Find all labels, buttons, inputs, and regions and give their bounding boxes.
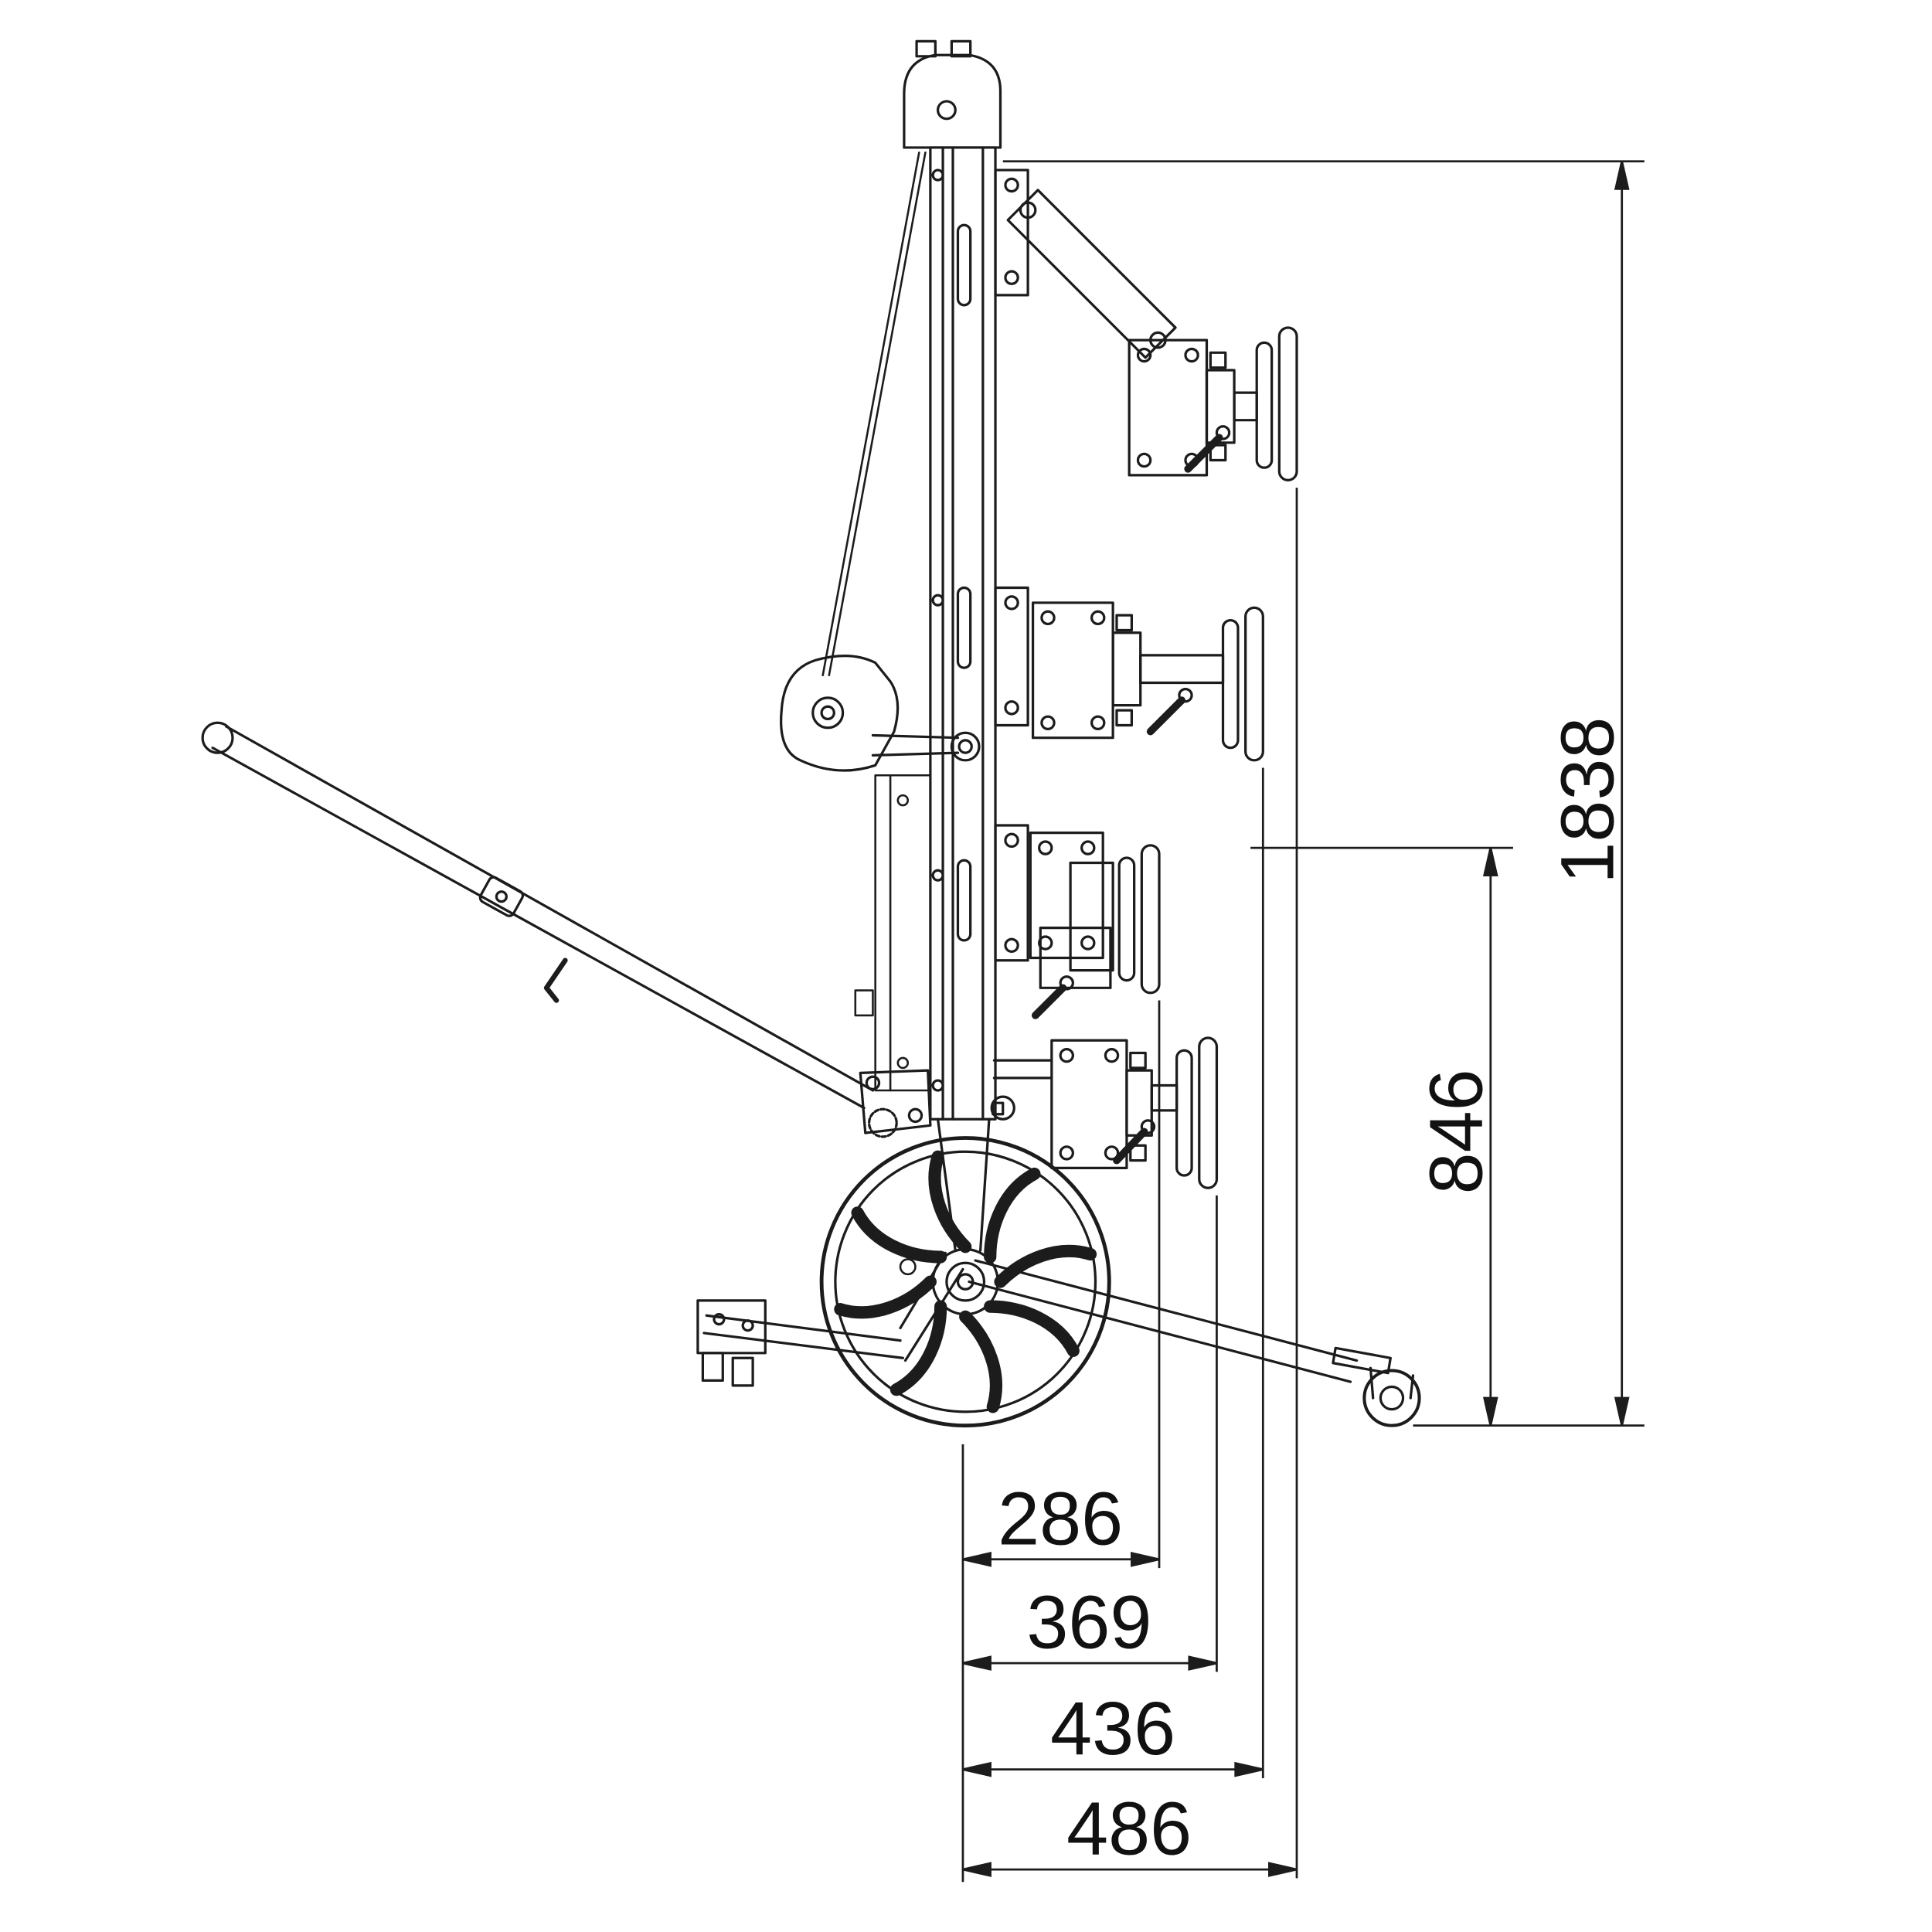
machine [201,39,1421,1428]
dim-label-overall-height: 1838 [1545,717,1629,884]
main-wheel [819,1136,1111,1428]
dim-label-offset-1: 286 [998,1476,1123,1560]
suction-arm-top [994,168,1298,481]
mast [929,146,997,1121]
dim-offset-2: 369 [962,1195,1218,1672]
dim-suction-frame-height: 846 [1250,846,1513,1426]
dim-label-offset-4: 486 [1066,1787,1192,1871]
hoist-cable [821,151,927,677]
handle-pivot [859,1069,1015,1138]
caster-wheel [1332,1346,1421,1427]
dim-offset-3: 436 [962,767,1264,1778]
suction-arm-middle [994,824,1161,1019]
dim-label-offset-2: 369 [1026,1580,1151,1665]
dim-label-offset-3: 436 [1050,1686,1175,1770]
front-outrigger [968,1259,1359,1383]
dim-offset-1: 286 [962,1000,1161,1569]
top-cap [903,39,1002,149]
dim-overall-height: 1838 [1002,160,1645,1427]
dim-offset-4: 486 [962,488,1298,1879]
dim-label-suction-frame-height: 846 [1413,1069,1498,1194]
dimensions: 1838 846 286 369 [961,160,1645,1883]
suction-arm-lower [992,1036,1219,1189]
rear-foot [696,1251,964,1387]
back-panel [854,774,932,1092]
winch [780,655,981,772]
push-handle [201,721,875,1110]
suction-arm-upper [994,586,1264,762]
